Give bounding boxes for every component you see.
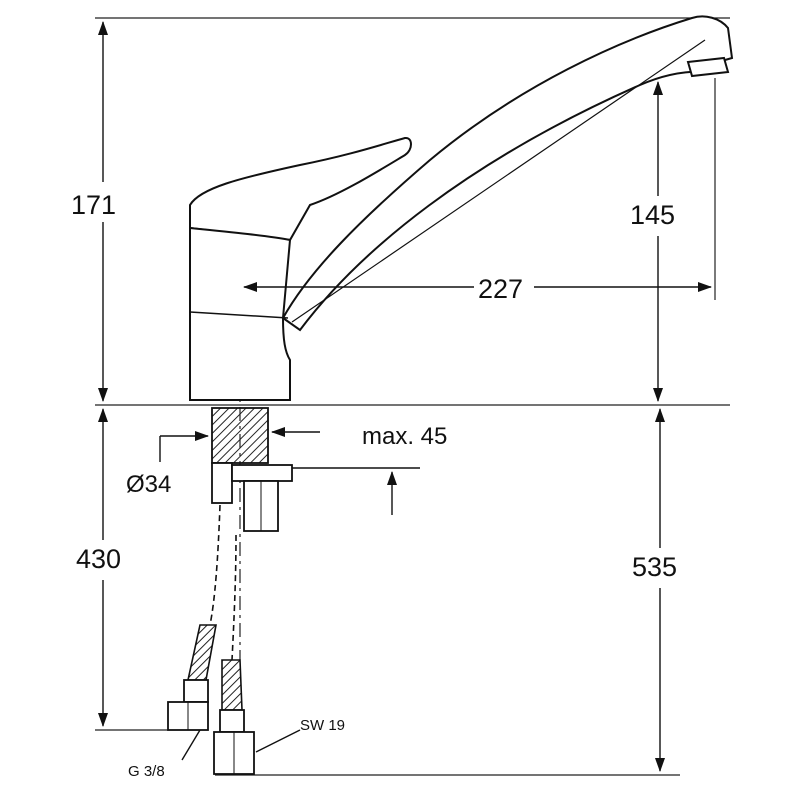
sw19-leader — [255, 729, 301, 753]
left-supply-tube — [211, 462, 233, 504]
label-430: 430 — [76, 544, 121, 574]
hose-right-braided — [221, 659, 243, 711]
mounting-plate — [231, 464, 293, 482]
mixer-body — [189, 226, 292, 401]
right-fitting-collar — [219, 709, 245, 733]
lever-handle — [189, 137, 412, 242]
faucet-body — [189, 15, 734, 401]
label-171: 171 — [71, 190, 116, 220]
connection-fittings — [167, 679, 255, 775]
label-145: 145 — [630, 200, 675, 230]
hose-left-dashed — [209, 504, 221, 626]
threaded-shank — [211, 407, 269, 464]
label-sw19: SW 19 — [300, 717, 345, 734]
dimension-labels: 171 145 227 max. 45 Ø34 430 535 SW 19 G … — [66, 182, 694, 780]
spout — [281, 15, 734, 332]
label-227: 227 — [478, 274, 523, 304]
left-fitting-collar — [183, 679, 209, 703]
spout-inner-line — [291, 39, 706, 323]
body-seam — [189, 311, 289, 319]
g38-leader — [181, 729, 201, 761]
label-535: 535 — [632, 552, 677, 582]
label-max-45: max. 45 — [362, 423, 447, 450]
hose-right-dashed — [231, 534, 237, 661]
label-g38: G 3/8 — [128, 763, 165, 780]
spout-outlet — [686, 56, 730, 78]
flexible-hoses — [187, 504, 243, 711]
hose-left-braided — [187, 624, 217, 681]
mounting-assembly — [211, 407, 293, 532]
label-diameter-34: Ø34 — [126, 471, 171, 498]
